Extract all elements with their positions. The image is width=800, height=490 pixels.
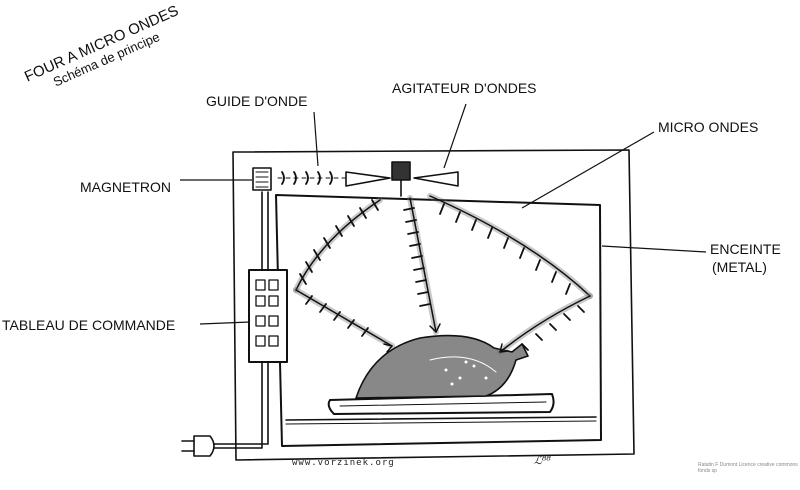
microwave-beams bbox=[293, 193, 593, 355]
label-enceinte: ENCEINTE bbox=[710, 241, 781, 257]
license-note: Ratatin F Dumont Licence creative common… bbox=[698, 462, 798, 474]
label-micro-ondes: MICRO ONDES bbox=[658, 119, 759, 135]
wiring bbox=[209, 191, 269, 449]
artist-signature: ℒ⁸⁸ bbox=[534, 454, 551, 467]
cavity-floor bbox=[285, 416, 597, 421]
magnetron-body bbox=[252, 167, 272, 191]
label-metal: (METAL) bbox=[712, 259, 767, 275]
label-tableau-commande: TABLEAU DE COMMANDE bbox=[2, 317, 176, 333]
food-item bbox=[355, 334, 529, 399]
stirrer-fan bbox=[345, 161, 459, 197]
label-agitateur: AGITATEUR D'ONDES bbox=[392, 80, 537, 96]
power-plug bbox=[193, 435, 215, 457]
control-panel bbox=[248, 269, 288, 363]
label-magnetron: MAGNETRON bbox=[80, 179, 171, 195]
outer-casing bbox=[232, 149, 635, 461]
label-guide-onde: GUIDE D'ONDE bbox=[206, 93, 308, 109]
leader-lines bbox=[180, 103, 707, 325]
guide-waves bbox=[277, 171, 346, 185]
site-credit: www.vorzinek.org bbox=[292, 458, 395, 468]
